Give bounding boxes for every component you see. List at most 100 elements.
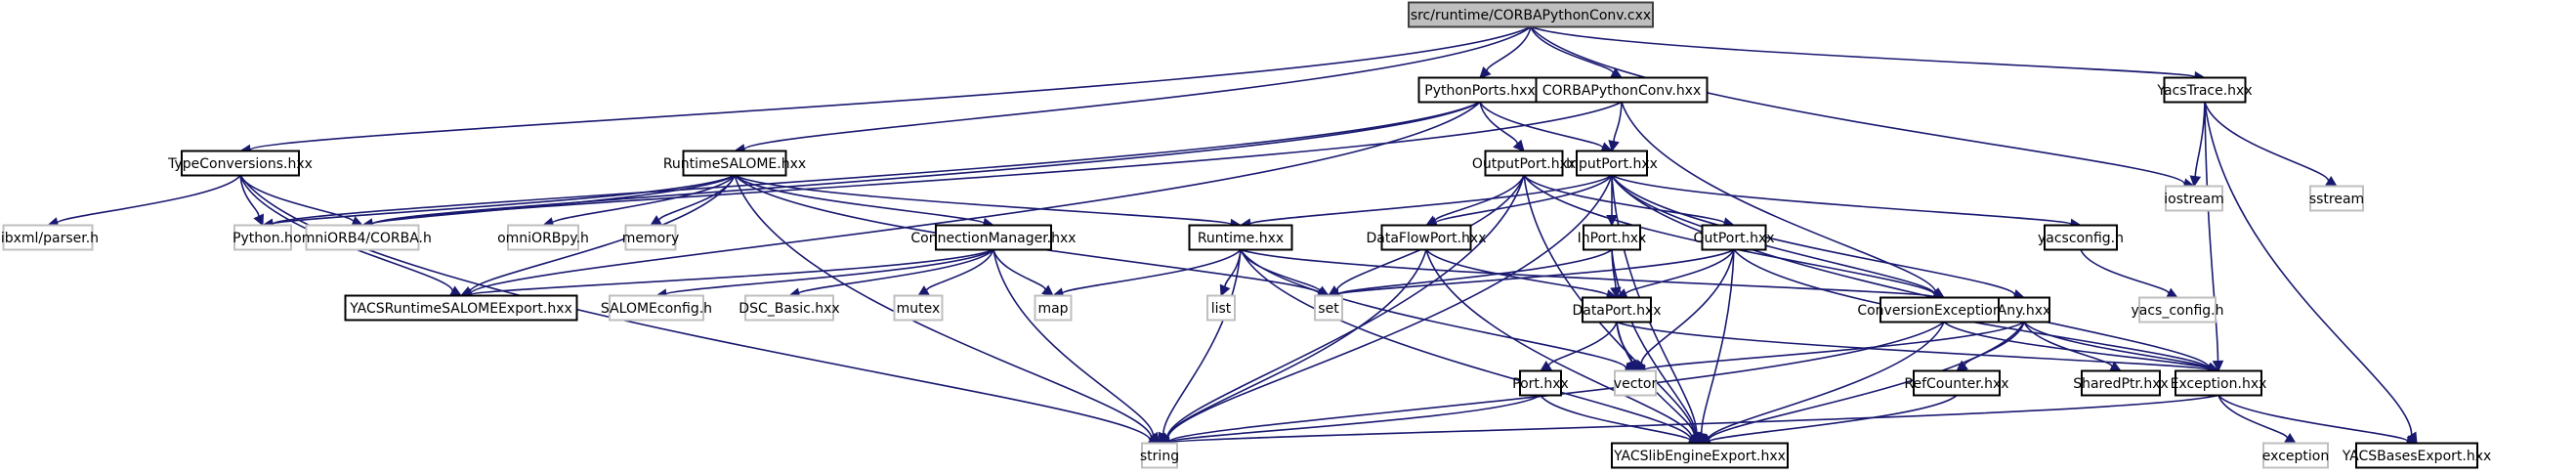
node-in-port[interactable]: InPort.hxx xyxy=(1578,224,1647,251)
node-any[interactable]: Any.hxx xyxy=(1998,296,2051,323)
node-label: SALOMEconfig.h xyxy=(601,301,712,317)
edge-line xyxy=(249,25,1532,151)
node-ref-counter[interactable]: RefCounter.hxx xyxy=(1904,369,2009,397)
node-corbapython-conv-h[interactable]: CORBAPythonConv.hxx xyxy=(1535,76,1709,104)
edge-line xyxy=(371,174,736,225)
edge-line xyxy=(1640,249,1735,364)
node-out-port[interactable]: OutPort.hxx xyxy=(1693,224,1775,251)
edge-line xyxy=(239,175,260,217)
edge-line xyxy=(272,174,736,226)
node-box xyxy=(1034,294,1073,322)
node-box[interactable] xyxy=(1582,296,1652,323)
node-runtime[interactable]: Runtime.hxx xyxy=(1188,224,1293,251)
edge-line xyxy=(734,175,1153,439)
node-label: CORBAPythonConv.hxx xyxy=(1542,83,1702,99)
node-port[interactable]: Port.hxx xyxy=(1512,369,1569,397)
node-box[interactable] xyxy=(1583,224,1641,251)
node-label: TypeConversions.hxx xyxy=(167,156,313,172)
node-box[interactable] xyxy=(1408,1,1654,28)
node-label: src/runtime/CORBAPythonConv.cxx xyxy=(1411,8,1651,23)
node-yacsconfig[interactable]: yacsconfig.h xyxy=(2038,224,2124,251)
node-shared-ptr[interactable]: SharedPtr.hxx xyxy=(2073,369,2169,397)
node-python-ports[interactable]: PythonPorts.hxx xyxy=(1417,76,1542,104)
node-box[interactable] xyxy=(2175,369,2262,397)
node-label: ConnectionManager.hxx xyxy=(910,231,1076,246)
node-input-port[interactable]: InputPort.hxx xyxy=(1566,150,1658,177)
edge-runtime-to-map xyxy=(1051,248,1242,299)
node-yacsbases-export[interactable]: YACSBasesExport.hxx xyxy=(2342,442,2492,469)
edge-line xyxy=(1530,25,2186,185)
edge-line xyxy=(992,249,1046,290)
node-type-conversions[interactable]: TypeConversions.hxx xyxy=(167,150,313,177)
edge-line xyxy=(1644,321,2025,371)
node-box[interactable] xyxy=(1576,150,1648,177)
node-box[interactable] xyxy=(1701,224,1767,251)
node-dsc-basic: DSC_Basic.hxx xyxy=(739,294,840,322)
node-yacs-trace[interactable]: YacsTrace.hxx xyxy=(2156,76,2253,104)
arrowhead-icon xyxy=(917,285,930,297)
arrowhead-icon xyxy=(2212,360,2224,372)
node-list: list xyxy=(1206,294,1236,322)
node-exception[interactable]: Exception.hxx xyxy=(2171,369,2267,397)
node-connection-manager[interactable]: ConnectionManager.hxx xyxy=(910,224,1077,251)
node-box[interactable] xyxy=(1611,442,1789,469)
node-box xyxy=(2165,185,2223,212)
edge-line xyxy=(992,249,1155,437)
node-exception: exception xyxy=(2262,442,2329,469)
node-box[interactable] xyxy=(1519,369,1562,397)
edge-line xyxy=(1434,175,1525,222)
node-box xyxy=(624,224,677,251)
edge-line xyxy=(1547,322,1618,366)
node-yacs-config: yacs_config.h xyxy=(2131,296,2224,323)
edge-type-conversions-to-libxml xyxy=(46,174,241,229)
node-output-port[interactable]: OutputPort.hxx xyxy=(1472,150,1576,177)
node-box[interactable] xyxy=(1188,224,1293,251)
node-box[interactable] xyxy=(344,294,578,322)
root-file-node[interactable]: src/runtime/CORBAPythonConv.cxx xyxy=(1408,1,1654,28)
edge-line xyxy=(1708,322,1945,440)
edge-yacs-trace-to-exception xyxy=(2204,102,2224,372)
node-box[interactable] xyxy=(1380,224,1472,251)
node-runtime-salome[interactable]: RuntimeSALOME.hxx xyxy=(663,150,806,177)
edge-line xyxy=(470,248,994,296)
node-box[interactable] xyxy=(1535,76,1709,104)
node-yacsruntime-salomeexport[interactable]: YACSRuntimeSALOMEExport.hxx xyxy=(344,294,578,322)
edge-line xyxy=(2204,102,2413,436)
node-box[interactable] xyxy=(2081,369,2161,397)
edge-line xyxy=(1523,174,1726,224)
node-label: InPort.hxx xyxy=(1578,231,1647,246)
node-memory: memory xyxy=(622,224,679,251)
node-label: set xyxy=(1318,301,1339,317)
node-label: OutPort.hxx xyxy=(1693,231,1774,246)
edge-line xyxy=(1168,394,2219,444)
node-label: exception xyxy=(2262,449,2329,464)
arrowhead-icon xyxy=(1041,284,1054,297)
node-box xyxy=(1314,294,1343,322)
node-box[interactable] xyxy=(1998,296,2050,323)
edge-line xyxy=(925,249,994,292)
node-box[interactable] xyxy=(2355,442,2478,469)
node-data-port[interactable]: DataPort.hxx xyxy=(1572,296,1662,323)
arrowhead-icon xyxy=(1610,286,1622,299)
edge-line xyxy=(56,174,241,224)
node-yacslib-engine-export[interactable]: YACSlibEngineExport.hxx xyxy=(1611,442,1789,469)
node-label: DSC_Basic.hxx xyxy=(739,301,839,317)
node-label: DataPort.hxx xyxy=(1572,303,1661,319)
node-box[interactable] xyxy=(181,150,300,177)
node-data-flow-port[interactable]: DataFlowPort.hxx xyxy=(1366,224,1487,251)
node-box[interactable] xyxy=(682,150,787,177)
node-label: vector xyxy=(1614,376,1658,392)
node-box[interactable] xyxy=(1913,369,2001,397)
node-box[interactable] xyxy=(2044,224,2118,251)
node-box xyxy=(2309,185,2364,212)
edge-line xyxy=(1611,174,2072,226)
node-box[interactable] xyxy=(2163,76,2247,104)
node-box[interactable] xyxy=(935,224,1052,251)
node-box xyxy=(233,224,292,251)
edge-corbapython-conv-h-to-input-port xyxy=(1608,102,1623,152)
edge-line xyxy=(1611,175,2016,296)
node-label: YACSlibEngineExport.hxx xyxy=(1613,449,1786,464)
edge-line xyxy=(1733,248,2211,369)
node-label: Exception.hxx xyxy=(2171,376,2267,392)
node-box[interactable] xyxy=(1484,150,1564,177)
